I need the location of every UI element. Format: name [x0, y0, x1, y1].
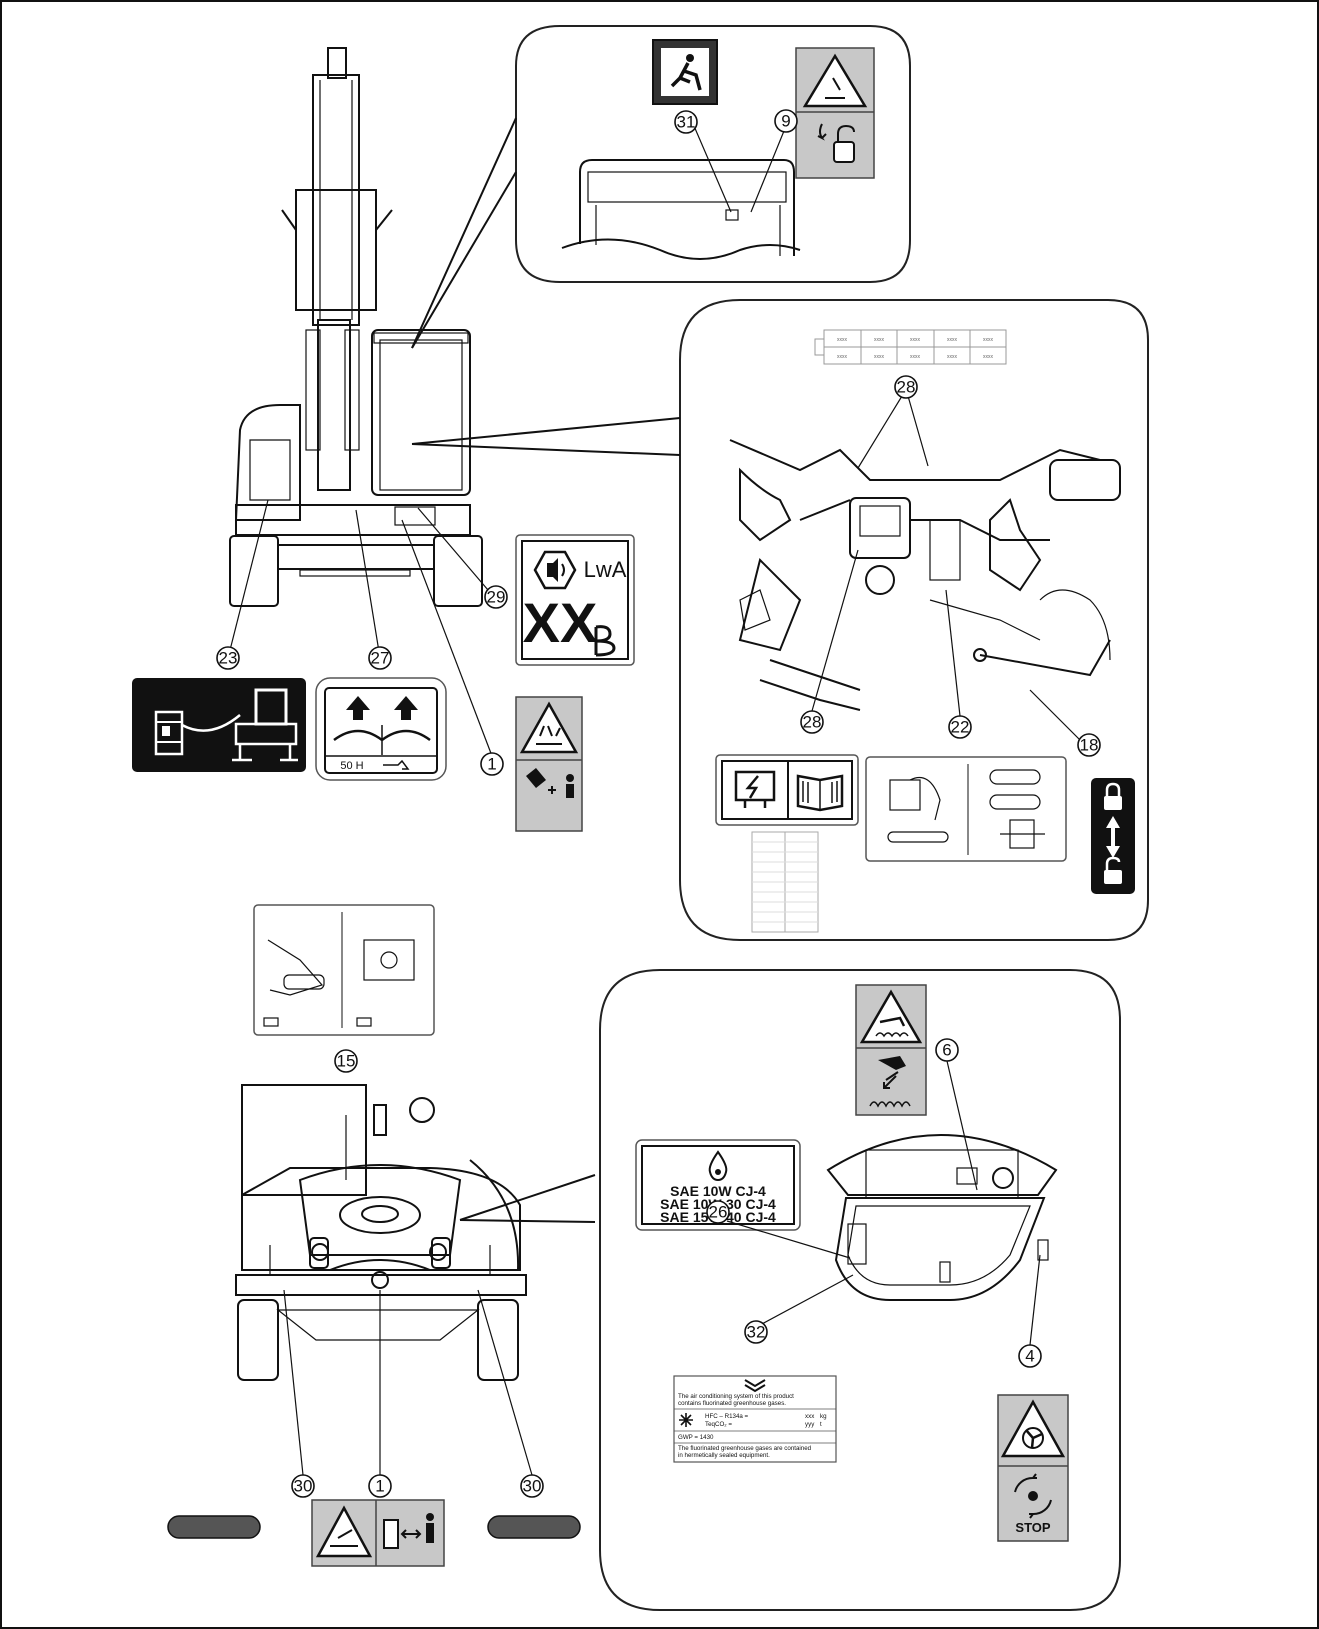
excavator-front-view: [229, 47, 483, 607]
svg-text:STOP: STOP: [1015, 1520, 1050, 1535]
svg-text:xxxx: xxxx: [983, 337, 994, 343]
svg-text:SAE 10W CJ-4: SAE 10W CJ-4: [670, 1183, 766, 1199]
hot-surface-icon: [859, 989, 923, 1044]
svg-text:TeqCO₂ =: TeqCO₂ =: [705, 1421, 732, 1428]
svg-text:30: 30: [523, 1477, 542, 1496]
callout-30-left: 30: [291, 1474, 315, 1498]
callout-18: 18: [1077, 733, 1101, 757]
callout-26: 26: [706, 1200, 730, 1224]
svg-text:xxxx: xxxx: [947, 354, 958, 360]
reflective-stripe-left: [167, 1515, 261, 1539]
callout-6: 6: [935, 1038, 959, 1062]
svg-text:contains fluorinated greenhous: contains fluorinated greenhouse gases.: [678, 1400, 786, 1407]
crush-distance-label: [311, 1499, 445, 1567]
callout-31: 31: [674, 110, 698, 134]
svg-text:23: 23: [219, 649, 238, 668]
controls-illustration: [726, 395, 1142, 741]
fuse-table: xxxx xxxx xxxx xxxx xxxx xxxx xxxx xxxx …: [814, 329, 1007, 365]
controls-detail: xxxx xxxx xxxx xxxx xxxx xxxx xxxx xxxx …: [411, 299, 1149, 941]
svg-text:xxxx: xxxx: [837, 337, 848, 343]
callout-22: 22: [948, 715, 972, 739]
svg-text:GWP = 1430: GWP = 1430: [678, 1434, 714, 1441]
svg-text:xxxx: xxxx: [837, 354, 848, 360]
fuel-icon: [154, 710, 184, 756]
fuel-label: [132, 678, 306, 772]
svg-text:xxxx: xxxx: [874, 354, 885, 360]
svg-text:xxxx: xxxx: [983, 354, 994, 360]
svg-text:32: 32: [747, 1323, 766, 1342]
grease-map-label: [253, 904, 435, 1036]
reflective-stripe-right: [487, 1515, 581, 1539]
svg-text:50 H: 50 H: [340, 760, 363, 772]
svg-text:6: 6: [942, 1041, 951, 1060]
cab-top-detail: 31 9: [411, 25, 911, 349]
callout-28-bottom: 28: [800, 710, 824, 734]
svg-text:29: 29: [487, 588, 506, 607]
ac-refrigerant-label: The air conditioning system of this prod…: [673, 1375, 837, 1463]
svg-text:1: 1: [375, 1477, 384, 1496]
callout-4: 4: [1018, 1344, 1042, 1368]
svg-text:XX: XX: [523, 591, 598, 654]
callout-29: 29: [484, 585, 508, 609]
specification-table: [751, 831, 819, 933]
fan-hazard-label: STOP: [997, 1394, 1069, 1542]
svg-text:30: 30: [294, 1477, 313, 1496]
ejection-hazard-label: [515, 696, 583, 832]
unlock-icon: [817, 123, 855, 163]
crush-hazard-label: [795, 47, 875, 179]
svg-text:18: 18: [1080, 736, 1099, 755]
callout-1-bottom: 1: [368, 1474, 392, 1498]
excavator-rear-view: [235, 904, 596, 1476]
svg-text:1: 1: [487, 755, 496, 774]
svg-text:yyy: yyy: [805, 1421, 815, 1428]
callout-28-top: 28: [894, 375, 918, 399]
svg-text:31: 31: [677, 113, 696, 132]
svg-text:28: 28: [897, 378, 916, 397]
svg-text:xxxx: xxxx: [910, 354, 921, 360]
lift-points-label: 50 H: [315, 677, 447, 781]
svg-text:HFC – R134a =: HFC – R134a =: [705, 1413, 749, 1420]
svg-text:xxxx: xxxx: [910, 337, 921, 343]
lift-point-icon: [346, 696, 370, 720]
svg-text:27: 27: [371, 649, 390, 668]
svg-text:kg: kg: [820, 1413, 827, 1420]
grease-points-label: [865, 756, 1067, 862]
svg-text:4: 4: [1025, 1347, 1034, 1366]
svg-text:in hermetically sealed equipme: in hermetically sealed equipment.: [678, 1452, 770, 1459]
callout-1-top: 1: [480, 752, 504, 776]
snowflake-icon: [679, 1413, 693, 1427]
callout-9: 9: [774, 109, 798, 133]
manual-icon: [796, 774, 844, 812]
svg-text:xxx: xxx: [805, 1413, 815, 1420]
svg-text:LwA: LwA: [584, 557, 627, 582]
svg-text:26: 26: [709, 1203, 728, 1222]
svg-text:xxxx: xxxx: [874, 337, 885, 343]
svg-text:xxxx: xxxx: [947, 337, 958, 343]
svg-text:The air conditioning system of: The air conditioning system of this prod…: [678, 1393, 794, 1400]
emergency-exit-icon: [652, 39, 718, 105]
svg-text:t: t: [820, 1421, 822, 1428]
engine-bay-detail: SAE 10W CJ-4 SAE 10W-30 CJ-4 SAE 15W-40 …: [599, 969, 1121, 1611]
electrical-icon: [734, 770, 776, 808]
callout-15: 15: [334, 1049, 358, 1073]
svg-text:9: 9: [781, 112, 790, 131]
svg-text:The fluorinated greenhouse gas: The fluorinated greenhouse gases are con…: [678, 1445, 812, 1452]
electrical-manual-label: [715, 754, 859, 826]
lock-unlock-icon: [1091, 778, 1135, 894]
oil-drop-icon: [708, 1150, 728, 1182]
callout-23: 23: [216, 646, 240, 670]
callout-32: 32: [744, 1320, 768, 1344]
svg-text:15: 15: [337, 1052, 356, 1071]
hot-surface-label: [855, 984, 927, 1116]
noise-level-label: LwA XX: [515, 534, 635, 666]
svg-text:28: 28: [803, 713, 822, 732]
callout-27: 27: [368, 646, 392, 670]
callout-30-right: 30: [520, 1474, 544, 1498]
svg-text:22: 22: [951, 718, 970, 737]
